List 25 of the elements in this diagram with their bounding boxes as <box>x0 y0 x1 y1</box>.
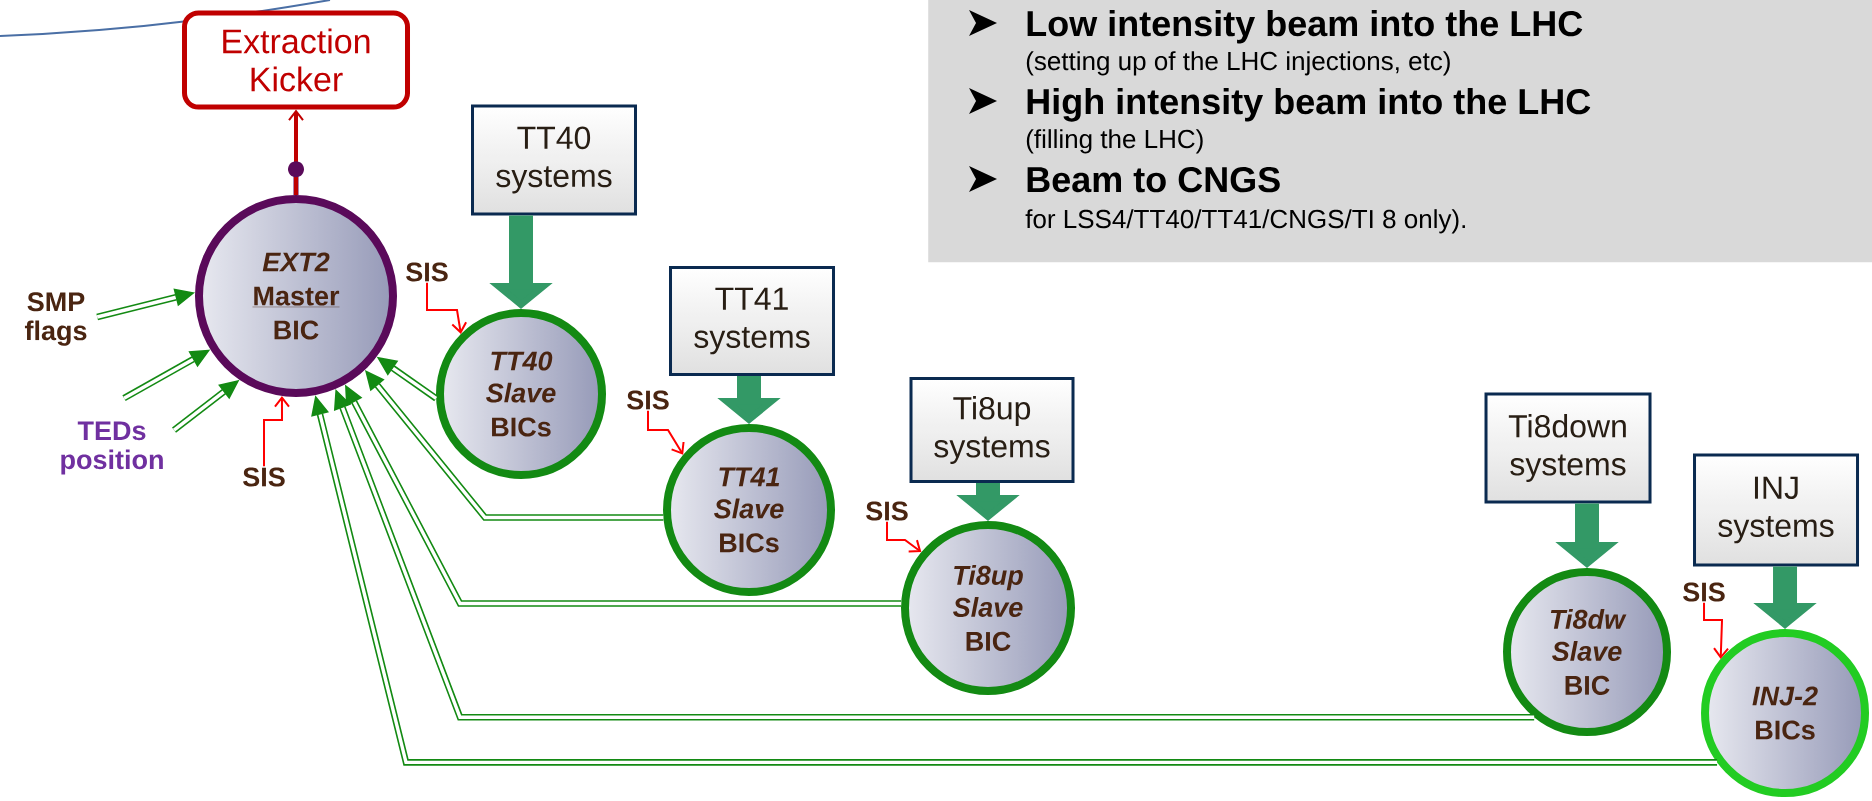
arrow <box>288 109 304 195</box>
input-label: TEDs position <box>61 421 163 475</box>
arrow <box>263 396 290 468</box>
heading-text: High intensity beam into the LHC <box>1027 87 1591 122</box>
arrow <box>886 520 922 553</box>
systems-box: INJ systems <box>1693 453 1859 567</box>
note-text: (filling the LHC) <box>1026 129 1203 154</box>
heading-text: Beam to CNGS <box>1027 166 1280 193</box>
note-text: for LSS4/TT40/TT41/CNGS/TI 8 only). <box>1025 209 1465 234</box>
systems-box: TT41 systems <box>669 266 835 376</box>
arrow <box>1703 601 1730 659</box>
arrow <box>426 281 468 334</box>
systems-box: TT40 systems <box>471 104 637 216</box>
kicker-box: Extraction Kicker <box>182 10 410 110</box>
arrow <box>647 409 685 455</box>
heading-text: Low intensity beam into the LHC <box>1027 9 1583 44</box>
systems-box: Ti8down systems <box>1484 392 1652 504</box>
sis-label: SIS <box>627 390 669 410</box>
sis-label: SIS <box>866 501 908 521</box>
input-label: SMP flags <box>24 292 87 346</box>
sis-label: SIS <box>406 262 448 282</box>
systems-box: Ti8up systems <box>909 377 1075 483</box>
sis-label: SIS <box>1683 582 1725 602</box>
sis-label: SIS <box>243 467 285 487</box>
note-text: (setting up of the LHC injections, etc) <box>1026 51 1450 76</box>
